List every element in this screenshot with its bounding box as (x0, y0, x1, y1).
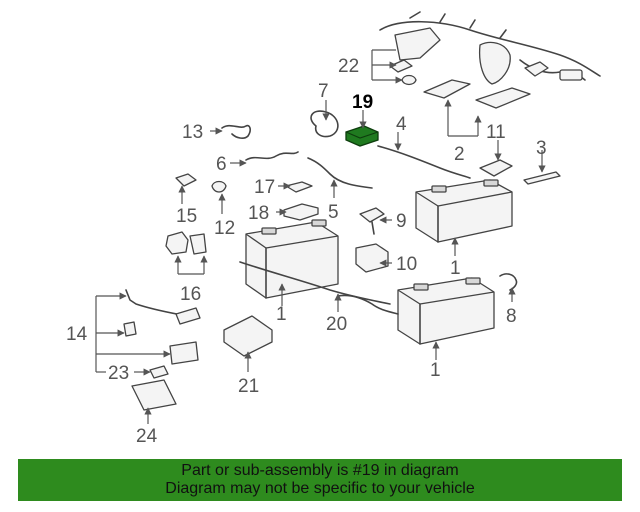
callout-1-upper: 1 (450, 258, 461, 279)
leader-lines (95, 49, 546, 424)
part-6-cable (245, 151, 299, 161)
callout-24: 24 (136, 426, 158, 447)
part-23-connector (149, 365, 169, 379)
part-18-module (283, 203, 319, 221)
callout-12: 12 (214, 218, 235, 239)
part-14-cable-assembly (123, 289, 201, 365)
callout-11: 11 (486, 122, 506, 143)
banner-line-disclaimer: Diagram may not be specific to your vehi… (165, 480, 475, 497)
callout-15: 15 (176, 206, 197, 227)
callout-5: 5 (328, 202, 339, 223)
callout-1-lower: 1 (430, 360, 441, 381)
callout-17: 17 (254, 177, 275, 198)
part-10-bracket (355, 243, 389, 273)
info-banner: Part or sub-assembly is #19 in diagram D… (18, 459, 622, 501)
part-2-brackets (423, 79, 531, 109)
part-15-connector (175, 173, 197, 187)
callout-10: 10 (396, 254, 417, 275)
callout-20: 20 (326, 314, 347, 335)
callout-22: 22 (338, 56, 359, 77)
part-20-cable (337, 294, 399, 315)
part-22-clips (389, 59, 417, 86)
callout-labels: 22 7 19 4 2 11 3 13 6 17 18 5 9 10 1 15 … (66, 56, 547, 447)
part-3-strap (523, 171, 561, 185)
callout-9: 9 (396, 211, 407, 232)
part-7-harness-loop (310, 110, 339, 138)
callout-8: 8 (506, 306, 517, 327)
callout-18: 18 (248, 203, 269, 224)
callout-19-highlighted: 19 (352, 92, 373, 113)
callout-3: 3 (536, 138, 547, 159)
battery-lower-right (397, 277, 495, 345)
callout-4: 4 (396, 114, 407, 135)
part-16-terminals (165, 231, 207, 255)
part-17-connector (285, 181, 313, 193)
part-9-lead (371, 221, 375, 235)
callout-1-center: 1 (276, 304, 287, 325)
callout-2: 2 (454, 144, 465, 165)
part-13-hose (221, 124, 251, 139)
callout-13: 13 (182, 122, 203, 143)
callout-14: 14 (66, 324, 88, 345)
part-24-outlet (131, 379, 177, 411)
callout-6: 6 (216, 154, 227, 175)
battery-center-left (239, 219, 391, 305)
upper-harness-assembly (379, 11, 601, 85)
callout-7: 7 (318, 81, 329, 102)
part-12-sensor (211, 180, 227, 193)
callout-21: 21 (238, 376, 259, 397)
battery-upper-right (415, 179, 513, 243)
part-21-pad (223, 315, 273, 357)
part-9-bracket (359, 207, 385, 223)
part-11-bracket (479, 159, 513, 177)
part-5-cable (307, 157, 373, 189)
banner-line-part-info: Part or sub-assembly is #19 in diagram (181, 462, 459, 479)
part-4-cable (377, 145, 471, 179)
part-8-connector (499, 273, 518, 291)
callout-16: 16 (180, 284, 201, 305)
callout-23: 23 (108, 363, 129, 384)
part-19-module-highlighted (345, 125, 379, 147)
